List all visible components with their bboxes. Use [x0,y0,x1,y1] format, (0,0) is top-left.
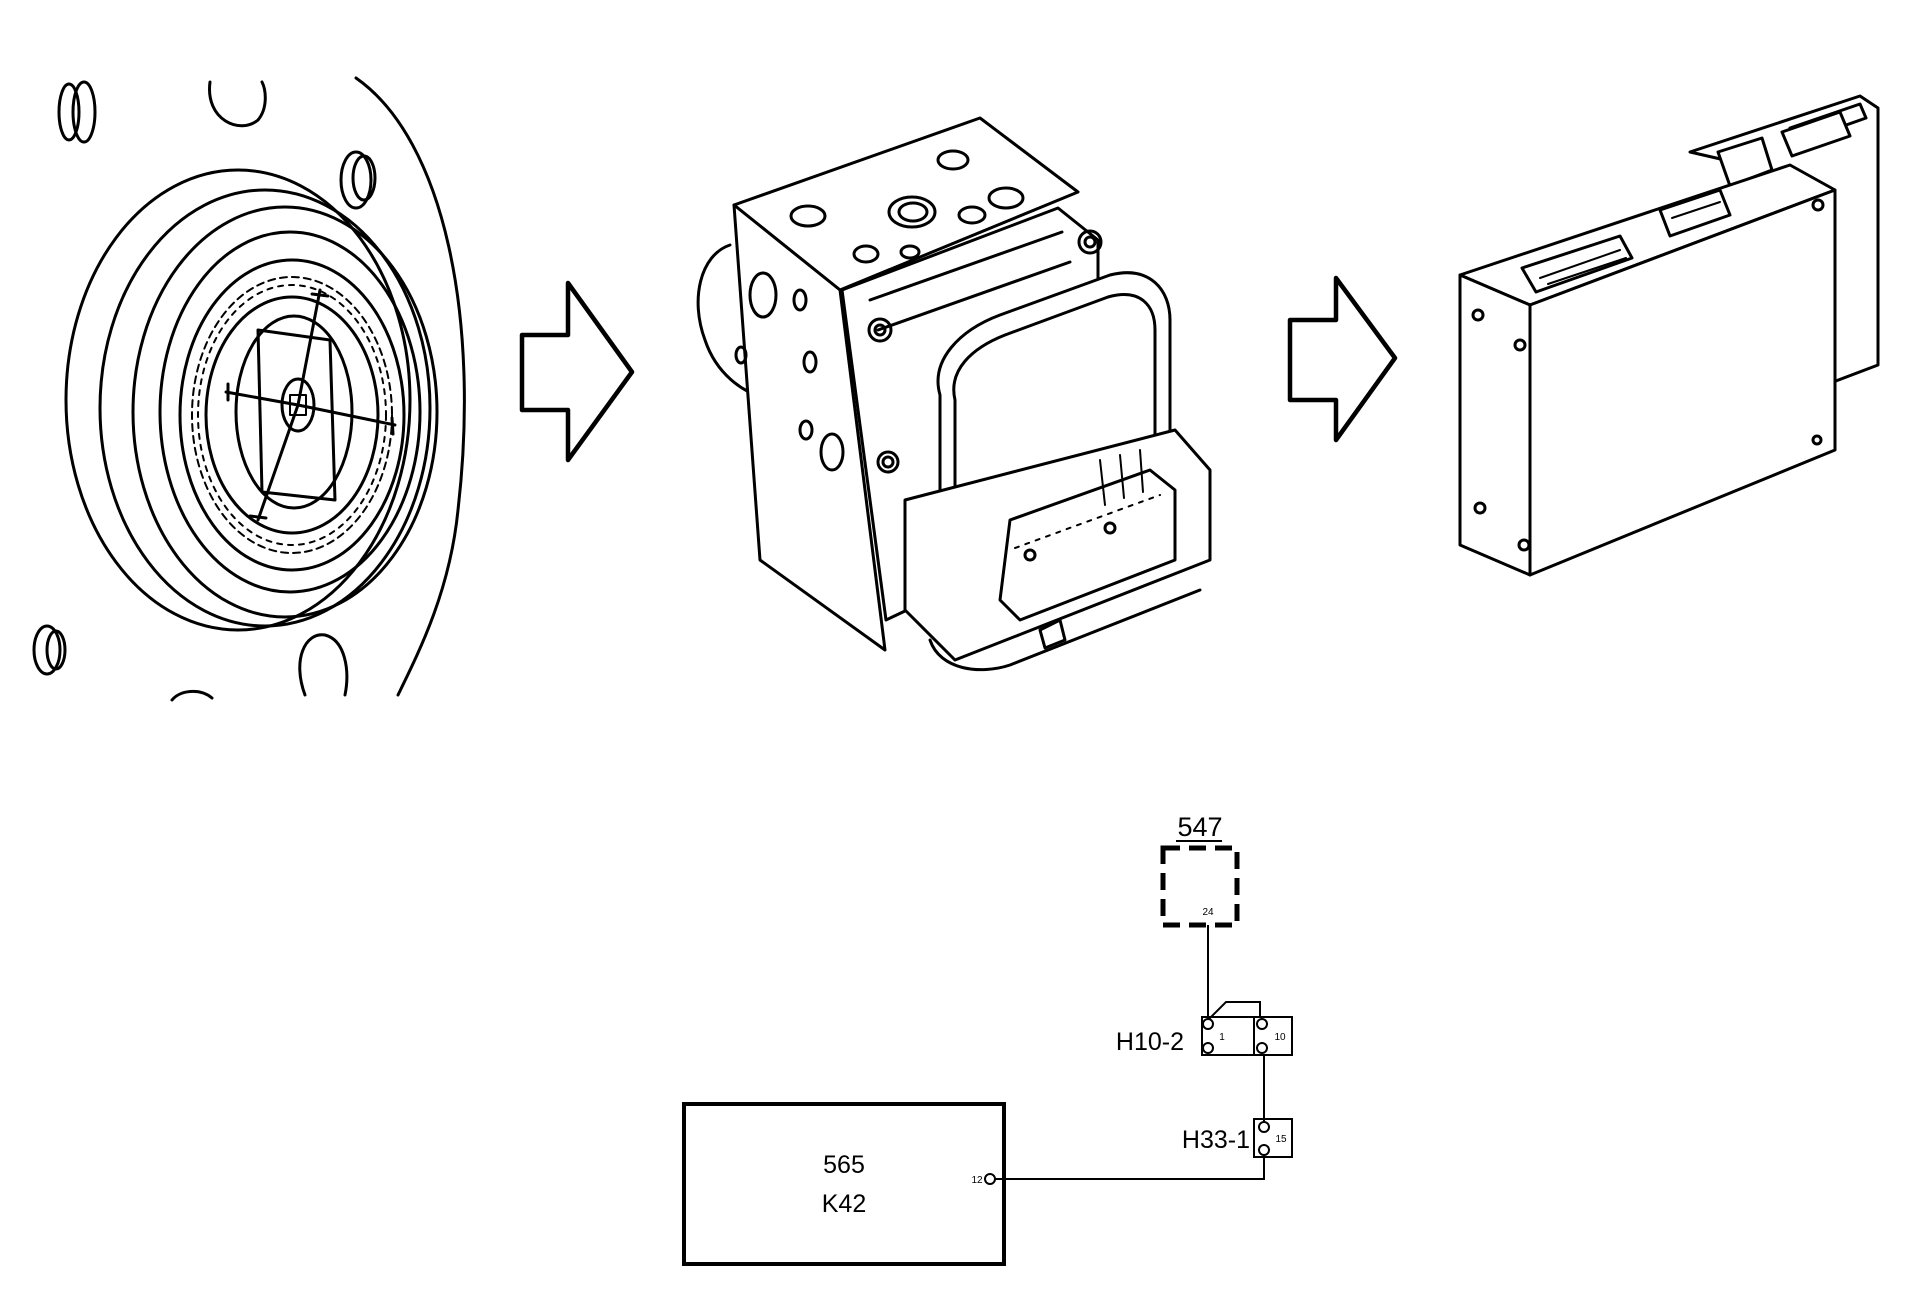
wheel-hub-illustration [32,76,466,702]
arrow-right-icon [1287,275,1398,443]
module-k42-label: K42 [822,1190,866,1218]
wire-h33-1-to-565 [995,1150,1265,1180]
connector-h33-1-label: H33-1 [1182,1126,1250,1154]
connector-h10-2-terminal [1256,1018,1268,1030]
module-565-pin-label: 12 [971,1175,983,1186]
connector-h10-2-terminal [1256,1042,1268,1054]
module-565-label: 565 [823,1151,865,1179]
connector-h10-2-label: H10-2 [1116,1028,1184,1056]
wire-bridge [1207,1001,1261,1021]
module-565-terminal [984,1173,996,1185]
abs-control-module-illustration [1458,94,1880,577]
arrow-right-icon [519,280,635,463]
connector-h33-1: H33-1 15 [1182,1118,1293,1158]
connector-h10-2-pin-left: 1 [1219,1032,1225,1043]
wiring-schematic: 547 24 H10-2 1 10 H33-1 15 [682,812,1293,1266]
connector-h33-1-pin-label: 15 [1275,1134,1287,1145]
component-547-pin-label: 24 [1202,907,1214,918]
module-565-k42: 565 K42 12 [682,1102,1006,1266]
connector-h10-2: H10-2 1 10 [1116,1016,1293,1056]
component-547: 547 24 [1160,812,1240,928]
connector-h10-2-pin-right: 10 [1274,1032,1286,1043]
connector-h33-1-terminal [1258,1121,1270,1133]
abs-hydraulic-unit-illustration [696,116,1212,672]
connector-h10-2-terminal [1202,1018,1214,1030]
connector-h10-2-terminal [1202,1042,1214,1054]
component-547-label: 547 [1177,812,1222,842]
connector-h33-1-terminal [1258,1144,1270,1156]
